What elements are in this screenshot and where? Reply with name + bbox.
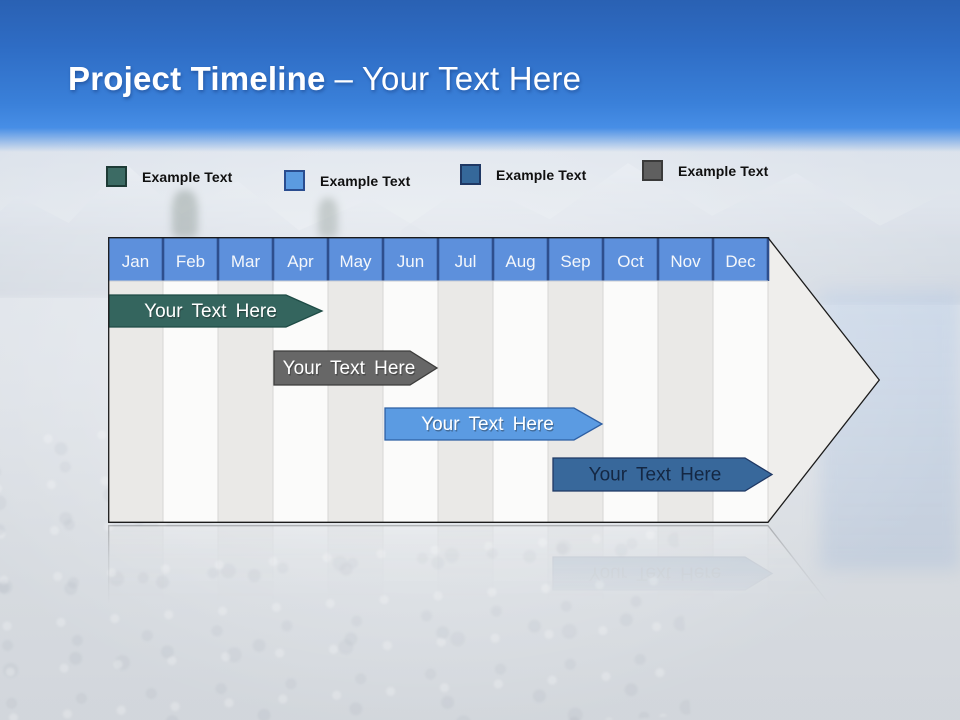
timeline-bar-label: Your Text Here (589, 465, 722, 486)
legend-item: Example Text (284, 170, 410, 191)
month-header-cell: Feb (176, 252, 205, 271)
month-column-stripe (328, 281, 383, 523)
slide-title: Project Timeline– Your Text Here (68, 60, 581, 98)
title-banner (0, 0, 960, 152)
month-header-cell: Jan (122, 252, 149, 271)
month-header-cell: Jun (397, 252, 424, 271)
timeline-bar-label: Your Text Here (144, 301, 277, 322)
legend-label: Example Text (496, 166, 587, 183)
legend-swatch (460, 164, 481, 185)
title-text-bold: Project Timeline (68, 60, 326, 97)
timeline-bar-label: Your Text Here (421, 414, 554, 435)
month-header-cell: Jul (455, 252, 477, 271)
timeline-arrow-outline (108, 237, 880, 523)
timeline-bar-label-shadow: Your Text Here (145, 303, 278, 324)
month-header-cell: Mar (231, 252, 261, 271)
legend-item: Example Text (642, 160, 768, 181)
arrow-tip-area (768, 238, 879, 522)
timeline-bar (384, 407, 604, 441)
timeline-bar (552, 457, 774, 492)
month-column-stripe (438, 281, 493, 523)
month-header-cell: Aug (505, 252, 535, 271)
month-header-cell: May (339, 252, 372, 271)
legend-label: Example Text (320, 172, 411, 189)
legend-label: Example Text (678, 162, 769, 179)
month-header-cell: Oct (617, 252, 644, 271)
timeline-bar-label-shadow: Your Text Here (422, 416, 555, 437)
month-header-cell: Sep (560, 252, 590, 271)
legend-swatch (642, 160, 663, 181)
legend-label: Example Text (142, 168, 233, 185)
month-header-cell: Nov (670, 252, 701, 271)
month-header-cell: Apr (287, 252, 314, 271)
timeline-bar-label: Your Text Here (283, 358, 416, 379)
legend-item: Example Text (460, 164, 586, 185)
month-header-cell: Dec (725, 252, 756, 271)
timeline-bar-label-shadow: Your Text Here (284, 360, 417, 381)
legend-item: Example Text (106, 166, 232, 187)
timeline-bar (273, 350, 439, 386)
legend-swatch (106, 166, 127, 187)
title-text-placeholder: – Your Text Here (334, 60, 582, 97)
legend-swatch (284, 170, 305, 191)
